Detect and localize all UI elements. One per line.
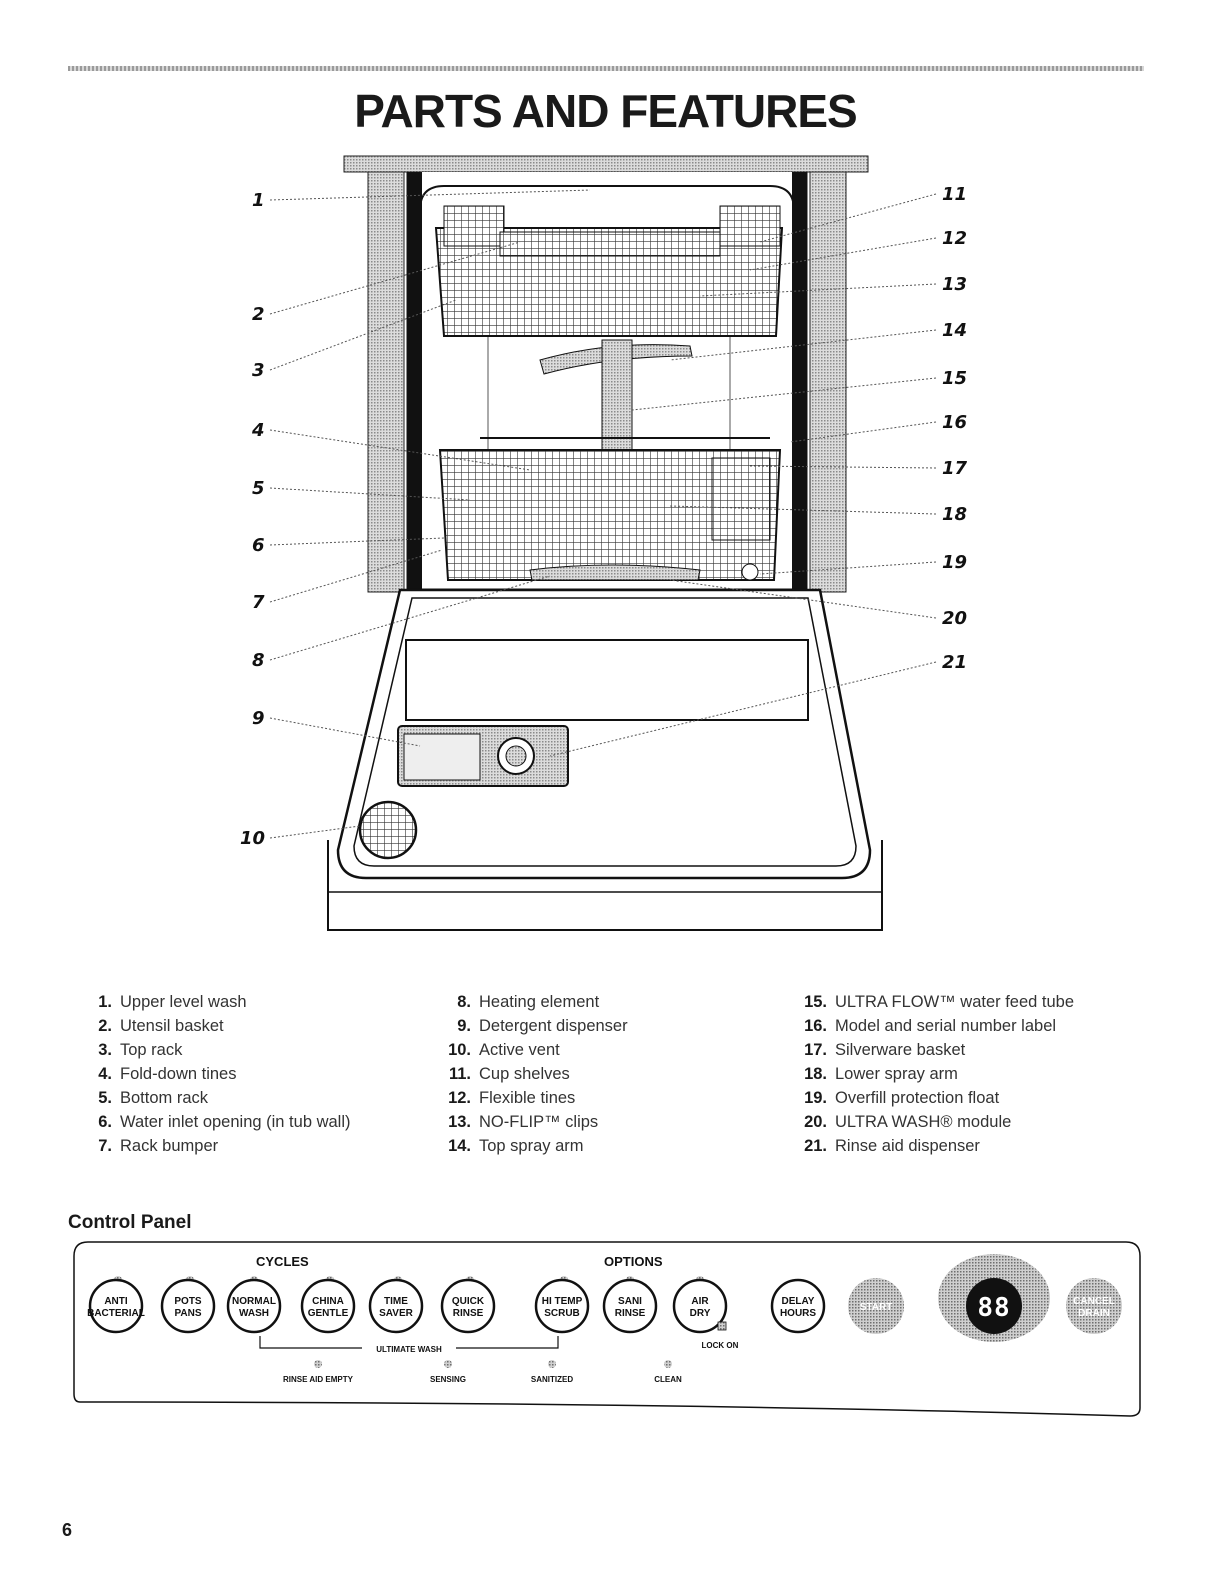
svg-text:PANS: PANS [174,1308,201,1319]
svg-text:BACTERIAL: BACTERIAL [87,1308,145,1319]
callout-number: 14 [942,320,967,341]
control-panel-diagram: CYCLES OPTIONS ANTI BACTERIAL POTS PANS … [73,1241,1141,1417]
pots-pans-button[interactable]: POTS PANS [160,1278,216,1334]
quick-rinse-button[interactable]: QUICK RINSE [440,1278,496,1334]
list-item: 2.Utensil basket [98,1017,224,1035]
svg-text:RINSE: RINSE [453,1308,484,1319]
svg-text:QUICK: QUICK [452,1296,485,1307]
callout-number: 19 [942,552,967,573]
callout-number: 5 [252,478,265,499]
callout-number: 11 [942,184,967,205]
callout-number: 10 [240,828,265,849]
parts-list-column-2: 8.Heating element 9.Detergent dispenser … [430,990,628,1158]
callout-number: 17 [942,458,968,479]
status-sensing: SENSING [430,1375,466,1384]
callout-number: 21 [942,652,967,673]
list-item: 6.Water inlet opening (in tub wall) [98,1113,351,1131]
svg-text:SAVER: SAVER [379,1308,413,1319]
ultimate-wash-label: ULTIMATE WASH [376,1345,442,1354]
svg-text:NORMAL: NORMAL [232,1296,276,1307]
callout-number: 12 [942,228,967,249]
callout-number: 13 [942,274,967,295]
dishwasher-diagram: 1 2 3 4 5 6 7 8 9 10 11 12 13 14 15 16 1… [240,155,968,931]
list-item: 4.Fold-down tines [98,1065,237,1083]
list-item: 15.ULTRA FLOW™ water feed tube [804,993,1075,1011]
list-item: 5.Bottom rack [98,1089,209,1107]
list-item: 9.Detergent dispenser [457,1017,628,1035]
list-item: 16.Model and serial number label [804,1017,1057,1035]
callout-number: 8 [252,650,265,671]
control-panel-heading: Control Panel [68,1212,192,1233]
page-number: 6 [62,1520,73,1540]
status-sanitized: SANITIZED [531,1375,573,1384]
lock-on-label: LOCK ON [702,1341,739,1350]
list-item: 19.Overfill protection float [804,1089,1000,1107]
list-item: 18.Lower spray arm [804,1065,958,1083]
status-rinse-aid-empty: RINSE AID EMPTY [283,1375,354,1384]
sani-rinse-button[interactable]: SANI RINSE [602,1278,658,1334]
svg-text:DRAIN: DRAIN [1078,1308,1110,1319]
svg-text:CHINA: CHINA [312,1296,344,1307]
list-item: 12.Flexible tines [448,1089,576,1107]
list-item: 11.Cup shelves [448,1065,570,1083]
list-item: 7.Rack bumper [98,1137,219,1155]
digital-display: 88 [938,1254,1050,1342]
callout-number: 20 [942,608,967,629]
svg-text:TIME: TIME [384,1296,408,1307]
time-saver-button[interactable]: TIME SAVER [368,1278,424,1334]
parts-list-column-3: 15.ULTRA FLOW™ water feed tube 16.Model … [790,990,1074,1158]
air-dry-button[interactable]: AIR DRY [672,1278,728,1334]
list-item: 1.Upper level wash [98,993,247,1011]
svg-text:START: START [860,1302,893,1313]
delay-hours-button[interactable]: DELAY HOURS [770,1278,826,1334]
svg-text:POTS: POTS [174,1296,202,1307]
svg-text:RINSE: RINSE [615,1308,646,1319]
svg-text:CANCEL: CANCEL [1073,1296,1115,1307]
callout-number: 7 [252,592,265,613]
callout-number: 4 [251,420,265,441]
list-item: 17.Silverware basket [804,1041,966,1059]
svg-text:DRY: DRY [690,1308,711,1319]
svg-text:HI TEMP: HI TEMP [542,1296,583,1307]
list-item: 8.Heating element [457,993,600,1011]
start-button[interactable]: START [848,1278,904,1334]
callout-number: 15 [942,368,967,389]
callout-number: 1 [252,190,265,211]
svg-text:HOURS: HOURS [780,1308,816,1319]
callout-number: 18 [942,504,967,525]
callout-number: 9 [252,708,265,729]
parts-list-column-1: 1.Upper level wash 2.Utensil basket 3.To… [78,990,351,1158]
list-item: 10.Active vent [448,1041,560,1059]
callout-number: 3 [252,360,265,381]
svg-text:GENTLE: GENTLE [308,1308,349,1319]
callout-number: 6 [252,535,265,556]
normal-wash-button[interactable]: NORMAL WASH [226,1278,282,1334]
list-item: 13.NO-FLIP™ clips [448,1113,599,1131]
cycles-heading: CYCLES [256,1254,309,1269]
svg-text:WASH: WASH [239,1308,269,1319]
svg-text:DELAY: DELAY [782,1296,815,1307]
status-clean: CLEAN [654,1375,682,1384]
list-item: 20.ULTRA WASH® module [804,1113,1012,1131]
list-item: 3.Top rack [98,1041,183,1059]
hi-temp-scrub-button[interactable]: HI TEMP SCRUB [534,1278,590,1334]
cancel-drain-button[interactable]: CANCEL DRAIN [1066,1278,1122,1334]
svg-text:AIR: AIR [691,1296,709,1307]
display-readout: 88 [977,1293,1010,1323]
options-heading: OPTIONS [604,1254,663,1269]
list-item: 21.Rinse aid dispenser [804,1137,980,1155]
anti-bacterial-button[interactable]: ANTI BACTERIAL [87,1278,145,1334]
page-title: PARTS AND FEATURES [354,85,858,137]
callout-number: 16 [942,412,967,433]
svg-text:ANTI: ANTI [104,1296,128,1307]
china-gentle-button[interactable]: CHINA GENTLE [300,1278,356,1334]
list-item: 14.Top spray arm [448,1137,584,1155]
top-rule [68,66,1144,71]
svg-text:SCRUB: SCRUB [544,1308,580,1319]
callout-number: 2 [252,304,265,325]
lock-icon [717,1321,727,1331]
svg-text:SANI: SANI [618,1296,642,1307]
